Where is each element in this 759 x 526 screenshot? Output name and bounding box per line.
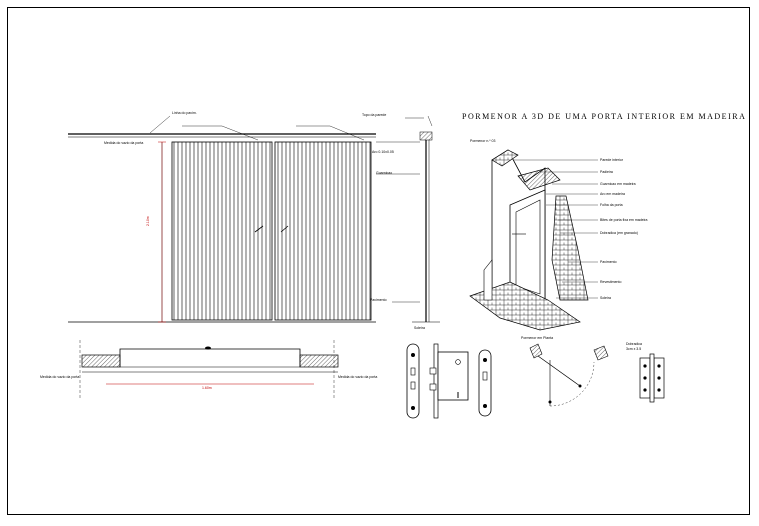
section-bottom-label: Soleira (414, 326, 425, 330)
detail-ref-label: Pormenor n.º 03 (470, 139, 496, 143)
section-top-label: Topo da parede (362, 113, 387, 117)
door-leaf-left (171, 141, 273, 321)
callout-9: Revestimento (600, 280, 622, 284)
hinge-plan-label: Pormenor em Planta (521, 336, 554, 340)
hinge-plan (529, 343, 609, 407)
elev-height-label: 2.10m (146, 216, 150, 226)
callout-5: Folha da porta (600, 203, 623, 207)
section-mid-label: Aro 0.10x0.05 (372, 150, 394, 154)
plan-left-label: Medida do vazio da porta (40, 375, 80, 379)
hinge-label: Dobradica (626, 342, 642, 346)
elev-left-label: Medida do vazio da porta (104, 141, 144, 145)
plan-dim-label: 1.60m (202, 386, 212, 390)
door-elevation (68, 115, 376, 323)
callout-8: Pavimento (600, 260, 617, 264)
hinge-detail (639, 353, 665, 403)
lock-hardware (406, 343, 492, 419)
plan-right-label: Medida do vazio da porta (338, 375, 378, 379)
elev-top-label: Linha do pavim. (172, 111, 197, 115)
section-side-label: Guarnicao (376, 171, 393, 175)
door-section (376, 115, 440, 323)
callout-2: Padieira (600, 170, 613, 174)
callout-3: Guarnicao em madeira (600, 182, 636, 186)
callout-4: Aro em madeira (600, 192, 625, 196)
section-floor-label: Pavimento (370, 298, 387, 302)
callout-10: Soleira (600, 296, 611, 300)
door-plan (79, 340, 339, 398)
door-3d-detail (469, 149, 598, 331)
drawing-title: PORMENOR A 3D DE UMA PORTA INTERIOR EM M… (462, 112, 747, 121)
callout-1: Parede interior (600, 158, 623, 162)
door-leaf-right (274, 141, 372, 321)
callout-7: Dobradica (em granado) (600, 231, 638, 235)
hinge-size-label: 3cm x 3.5 (626, 347, 642, 351)
sheet-border (7, 7, 750, 515)
callout-6: Bites de porta fixa em madeira (600, 218, 648, 222)
